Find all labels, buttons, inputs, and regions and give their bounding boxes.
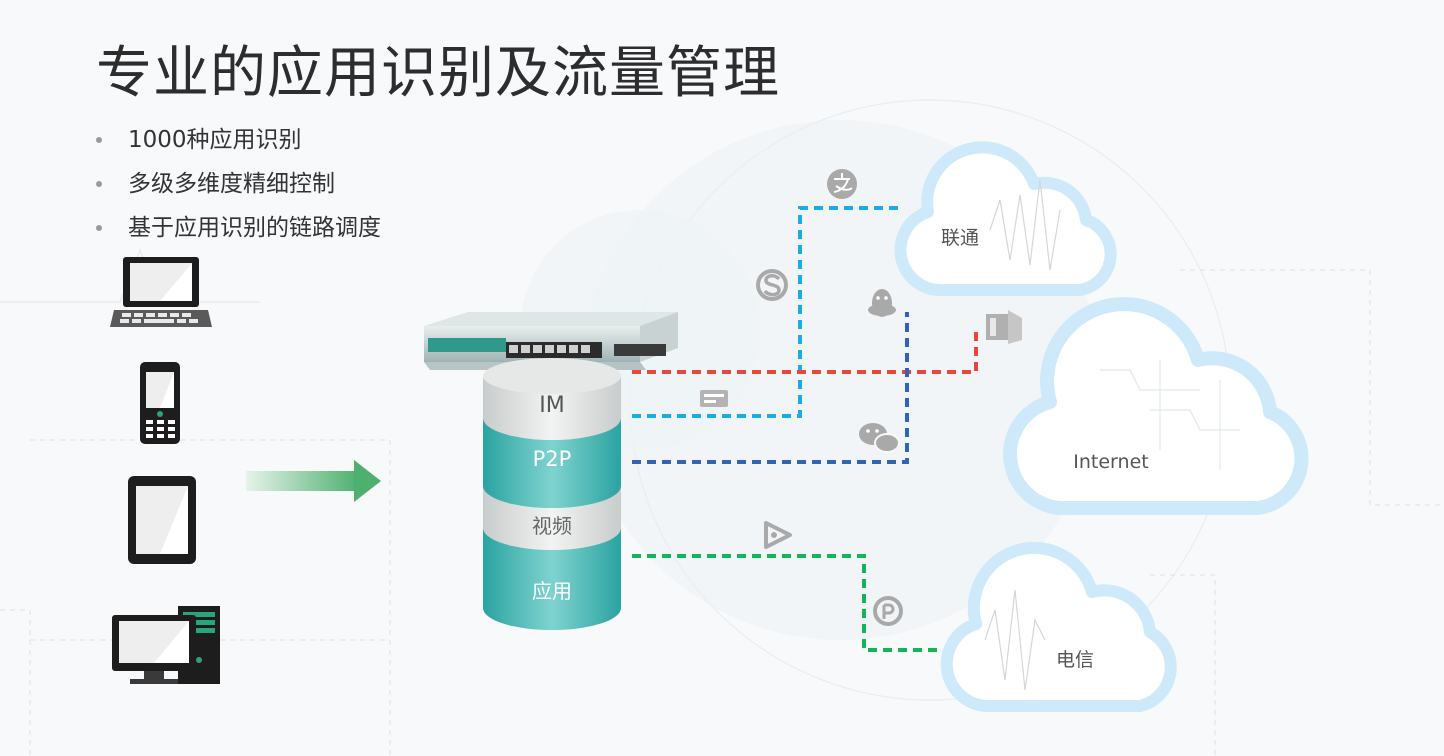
desktop-computer-icon	[112, 606, 220, 684]
mobile-phone-icon	[140, 362, 180, 444]
cloud-label-telecom: 电信	[1056, 649, 1094, 671]
cloud-unicom: 联通	[894, 141, 1117, 296]
layer-label-im: IM	[539, 393, 564, 418]
cloud-label-unicom: 联通	[941, 227, 979, 249]
cloud-telecom: 电信	[940, 541, 1177, 713]
app-layer-stack: IM P2P 视频 应用	[483, 358, 621, 630]
cloud-internet: Internet	[1003, 297, 1309, 516]
alipay-icon	[827, 169, 857, 199]
page-title: 专业的应用识别及流量管理	[96, 41, 780, 106]
layer-label-video: 视频	[532, 514, 572, 538]
cyan-link	[632, 206, 898, 418]
wechat-icon	[859, 423, 900, 453]
layer-label-app: 应用	[532, 579, 572, 603]
feature-item: 基于应用识别的链路调度	[96, 208, 381, 252]
feature-item: 多级多维度精细控制	[96, 164, 381, 208]
router-device	[424, 312, 678, 370]
feature-item: 1000种应用识别	[96, 120, 381, 164]
green-link	[632, 554, 942, 652]
firewall-icon	[986, 310, 1022, 344]
layer-label-p2p: P2P	[533, 447, 572, 471]
link-lines	[632, 206, 978, 652]
pptv-icon	[873, 596, 903, 626]
blue-link	[632, 312, 909, 464]
qq-penguin-icon	[868, 289, 896, 317]
laptop-icon	[110, 257, 212, 327]
feature-list: 1000种应用识别 多级多维度精细控制 基于应用识别的链路调度	[96, 120, 381, 252]
video-play-icon	[764, 521, 792, 549]
sogou-icon	[756, 269, 788, 301]
im-card-icon	[700, 390, 728, 407]
tablet-icon	[128, 476, 196, 564]
flow-arrow	[246, 460, 381, 502]
cloud-label-internet: Internet	[1073, 451, 1148, 473]
